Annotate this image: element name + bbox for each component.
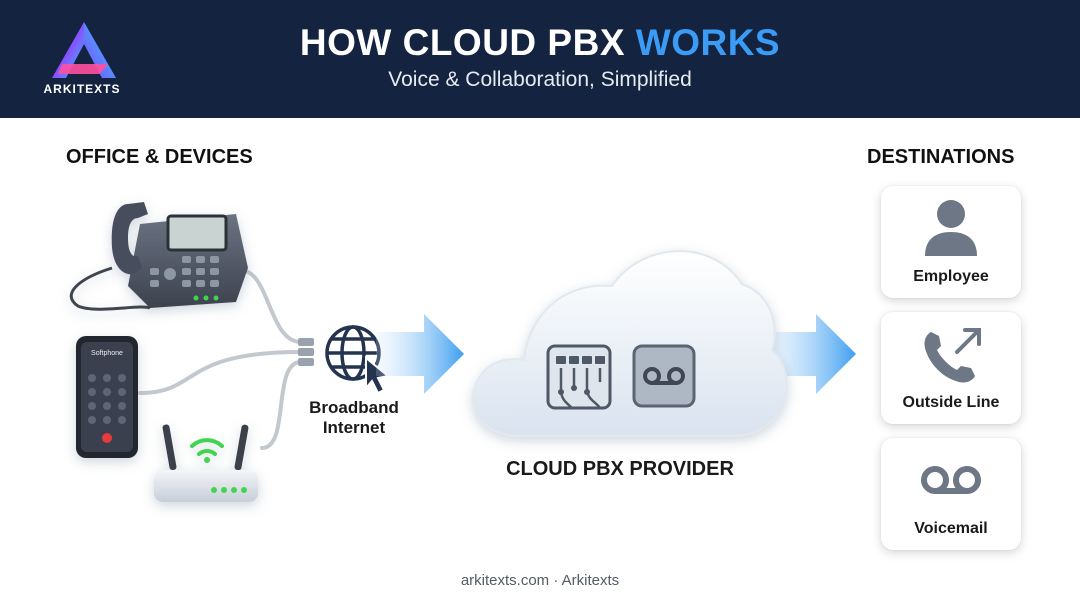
title-accent: WORKS	[635, 22, 781, 63]
arrow-to-cloud	[376, 314, 464, 394]
cloud-provider-label: CLOUD PBX PROVIDER	[506, 458, 734, 480]
destination-card-outside-line: Outside Line	[881, 312, 1021, 424]
destination-card-voicemail: Voicemail	[881, 438, 1021, 550]
section-label-destinations: DESTINATIONS	[867, 146, 1015, 168]
phone-outgoing-icon	[924, 328, 981, 383]
destination-label-employee: Employee	[913, 268, 989, 285]
page-subtitle: Voice & Collaboration, Simplified	[388, 68, 692, 91]
internet-label-line2: Internet	[322, 418, 386, 437]
page-title: HOW CLOUD PBX WORKS	[0, 22, 1080, 64]
internet-label-line1: Broadband	[309, 398, 399, 417]
destination-card-employee: Employee	[881, 186, 1021, 298]
pbx-switch-icon	[546, 344, 612, 410]
cable-connectors	[298, 338, 314, 366]
destination-label-voicemail: Voicemail	[914, 520, 988, 537]
cloud-pbx-diagram	[69, 202, 856, 502]
arkitexts-logo-icon	[52, 22, 116, 78]
smartphone-icon	[76, 336, 138, 458]
header-banner: ARKITEXTS HOW CLOUD PBX WORKS Voice & Co…	[0, 0, 1080, 118]
network-cables	[138, 268, 302, 450]
destination-label-outside-line: Outside Line	[902, 394, 1000, 411]
internet-label: Broadband Internet	[296, 398, 412, 438]
logo-text: ARKITEXTS	[43, 82, 121, 96]
voicemail-icon	[921, 466, 981, 494]
wifi-router-icon	[154, 424, 258, 502]
section-label-office: OFFICE & DEVICES	[66, 146, 253, 168]
person-icon	[925, 200, 977, 256]
phone-screen-text: Softphone	[91, 350, 123, 357]
title-main: HOW CLOUD PBX	[299, 22, 636, 63]
desk-phone-icon	[69, 202, 248, 311]
cloud-voicemail-icon	[632, 344, 696, 408]
footer-text: arkitexts.com · Arkitexts	[460, 572, 620, 589]
cloud-shape	[472, 250, 788, 437]
